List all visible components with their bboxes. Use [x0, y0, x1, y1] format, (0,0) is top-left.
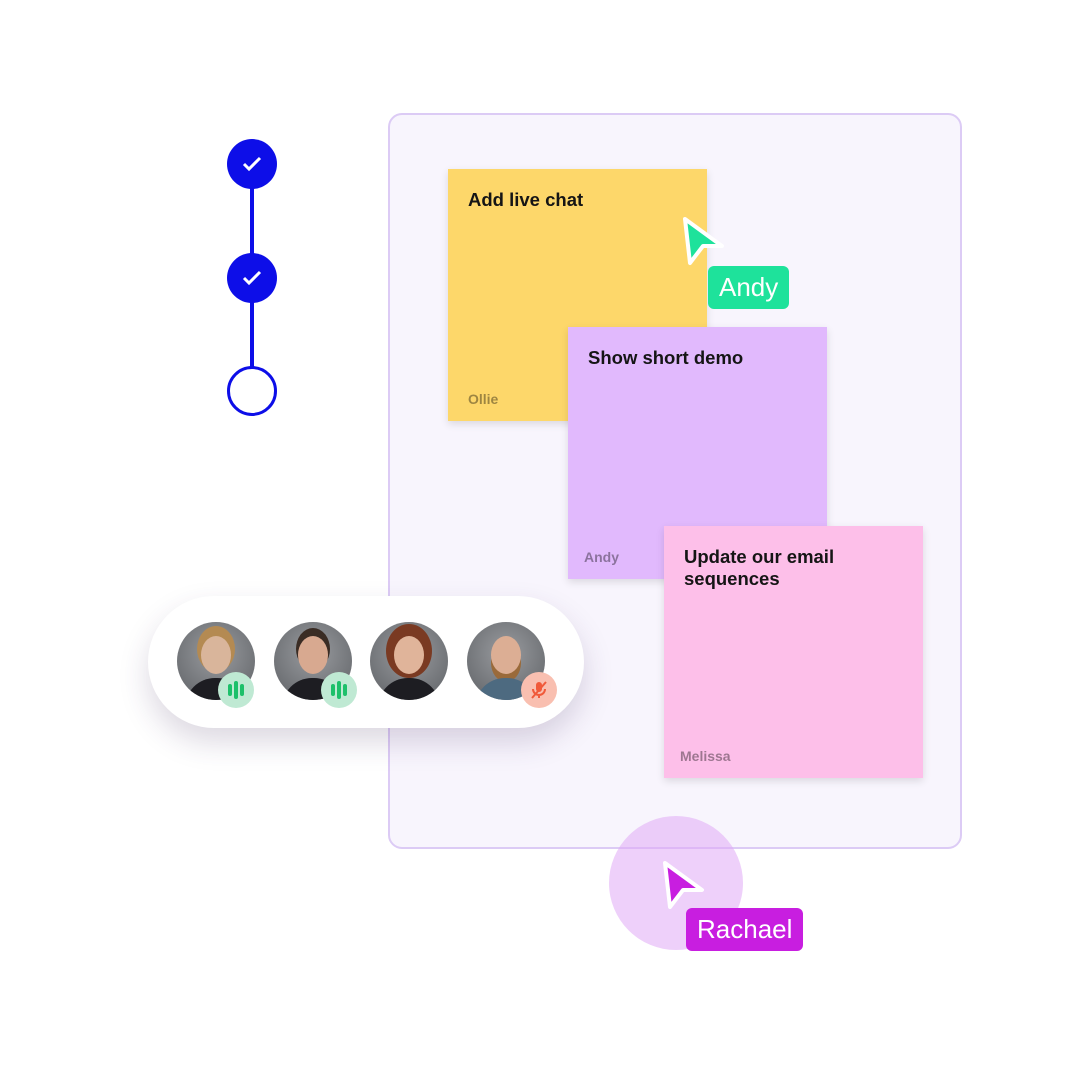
cursor-icon [683, 217, 724, 265]
note-author: Melissa [680, 748, 731, 764]
speaking-icon [218, 672, 254, 708]
avatar[interactable] [467, 622, 545, 700]
note-author: Andy [584, 549, 619, 565]
step-completed[interactable] [227, 253, 277, 303]
note-title: Update our email sequences [684, 546, 835, 589]
check-icon [242, 270, 262, 286]
step-pending[interactable] [227, 366, 277, 416]
avatar[interactable] [370, 622, 448, 700]
participants-bar [148, 596, 584, 728]
cursor-icon [663, 861, 704, 909]
note-title: Show short demo [588, 347, 744, 368]
cursor-label-andy: Andy [708, 266, 790, 309]
note-title: Add live chat [468, 189, 584, 210]
check-icon [242, 156, 262, 172]
cursor-label-rachael: Rachael [686, 908, 804, 951]
sticky-note[interactable]: Update our email sequences Melissa [664, 526, 923, 778]
muted-mic-icon [521, 672, 557, 708]
note-author: Ollie [468, 391, 499, 407]
speaking-icon [321, 672, 357, 708]
step-completed[interactable] [227, 139, 277, 189]
